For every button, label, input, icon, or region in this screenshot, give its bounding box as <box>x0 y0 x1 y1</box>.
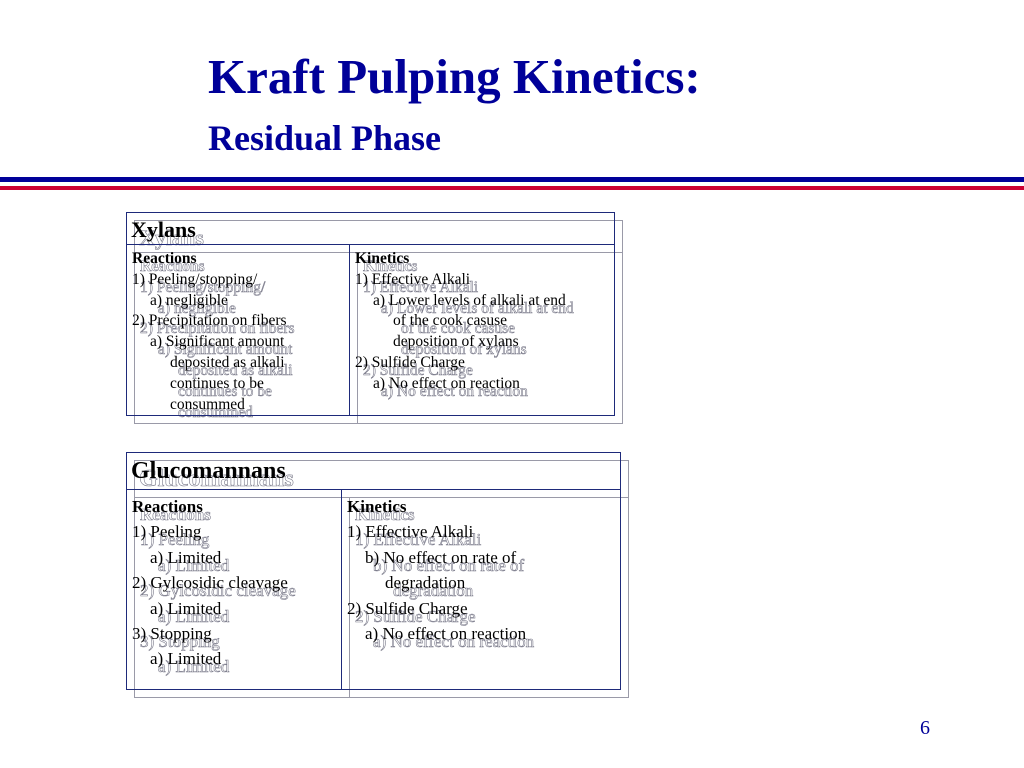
title-rule-blue <box>0 177 1024 182</box>
xylans-kinetics-line: 1) Effective Alkali <box>355 270 471 288</box>
glucomannans-reaction-line: 2) Gylcosidic cleavage <box>132 573 288 593</box>
xylans-kinetics-heading: Kinetics <box>355 250 410 267</box>
xylans-shadow-kinetics-line: 2) Sulfide Charge <box>363 361 474 380</box>
xylans-table-front: Xylans Reactions 1) Peeling/stopping/ a)… <box>126 212 615 416</box>
xylans-shadow-kinetics-line: of the cook casuse <box>401 320 516 338</box>
slide-subtitle: Residual Phase <box>208 118 442 158</box>
xylans-shadow-kinetics: Kinetics 1) Effective Alkali a) Lower le… <box>359 257 623 403</box>
xylans-reaction-line: deposited as alkali <box>170 353 285 371</box>
slide-title: Kraft Pulping Kinetics: <box>208 49 701 104</box>
glucomannans-shadow-header: Glucomannans <box>135 461 628 498</box>
glucomannans-kinetics-heading: Kinetics <box>347 497 407 516</box>
xylans-shadow-kinetics-line: a) No effect on reaction <box>381 382 528 400</box>
xylans-reaction-line: 2) Precipitation on fibers <box>132 312 287 330</box>
glucomannans-column-divider <box>341 490 342 689</box>
xylans-reaction-line: consummed <box>170 395 245 413</box>
xylans-kinetics-line: a) Lower levels of alkali at end <box>373 291 566 309</box>
xylans-table-shadow: Xylans Reactions 1) Peeling/stopping/ a)… <box>134 220 623 424</box>
glucomannans-kinetics-line: 1) Effective Alkali <box>347 522 474 542</box>
xylans-reaction-line: a) negligible <box>150 291 228 309</box>
glucomannans-shadow-reaction-line: a) Limited <box>158 555 230 576</box>
xylans-kinetics-line: 2) Sulfide Charge <box>355 353 465 371</box>
glucomannans-table: Glucomannans Reactions 1) Peeling a) Lim… <box>126 452 629 698</box>
xylans-shadow-header: Xylans <box>135 221 622 253</box>
glucomannans-shadow-reaction-line: 3) Stopping <box>140 632 220 652</box>
glucomannans-reaction-line: a) Limited <box>150 598 222 618</box>
glucomannans-reactions-cell: Reactions 1) Peeling a) Limited 2) Gylco… <box>128 494 342 672</box>
glucomannans-reaction-line: a) Limited <box>150 547 222 567</box>
glucomannans-shadow-reactions: Reactions 1) Peeling a) Limited 2) Gylco… <box>136 502 350 680</box>
xylans-shadow-kinetics-heading: Kinetics <box>363 258 418 276</box>
xylans-shadow-reaction-line: 1) Peeling/stopping/ <box>140 278 266 296</box>
glucomannans-kinetics-cell: Kinetics 1) Effective Alkali b) No effec… <box>343 494 621 646</box>
xylans-shadow-kinetics-line: 1) Effective Alkali <box>363 278 479 296</box>
glucomannans-shadow-kinetics-line: b) No effect on rate of <box>373 555 525 576</box>
xylans-shadow-reaction-line: a) negligible <box>158 299 237 317</box>
xylans-shadow-reaction-line: deposited as alkali <box>178 361 293 380</box>
xylans-reaction-line: 1) Peeling/stopping/ <box>132 270 258 288</box>
glucomannans-header: Glucomannans <box>127 453 620 490</box>
xylans-shadow-reactions: Reactions 1) Peeling/stopping/ a) neglig… <box>136 257 358 423</box>
glucomannans-reactions-heading: Reactions <box>132 497 203 516</box>
glucomannans-table-front: Glucomannans Reactions 1) Peeling a) Lim… <box>126 452 621 690</box>
xylans-kinetics-line: of the cook casuse <box>393 312 508 330</box>
xylans-table: Xylans Reactions 1) Peeling/stopping/ a)… <box>126 212 623 424</box>
glucomannans-shadow-kinetics-line: degradation <box>393 581 474 601</box>
glucomannans-reaction-line: 3) Stopping <box>132 624 212 644</box>
xylans-shadow-kinetics-line: deposition of xylans <box>401 341 527 359</box>
xylans-shadow-divider <box>357 253 358 423</box>
xylans-column-divider <box>349 245 350 415</box>
xylans-kinetics-line: deposition of xylans <box>393 333 519 351</box>
glucomannans-shadow-kinetics-line: a) No effect on reaction <box>373 632 535 652</box>
glucomannans-shadow-kinetics-line: 1) Effective Alkali <box>355 530 482 550</box>
glucomannans-reaction-line: a) Limited <box>150 649 222 669</box>
xylans-header: Xylans <box>127 213 614 245</box>
glucomannans-shadow-reactions-heading: Reactions <box>140 505 211 525</box>
glucomannans-shadow-kinetics: Kinetics 1) Effective Alkali b) No effec… <box>351 502 629 654</box>
xylans-shadow-reaction-line: consummed <box>178 403 254 421</box>
page-number: 6 <box>920 717 930 739</box>
xylans-shadow-kinetics-line: a) Lower levels of alkali at end <box>381 299 574 317</box>
glucomannans-shadow-divider <box>349 498 350 697</box>
xylans-kinetics-cell: Kinetics 1) Effective Alkali a) Lower le… <box>351 249 615 395</box>
title-rule-red <box>0 186 1024 190</box>
glucomannans-kinetics-line: a) No effect on reaction <box>365 624 527 644</box>
glucomannans-kinetics-line: degradation <box>385 573 466 593</box>
glucomannans-table-shadow: Glucomannans Reactions 1) Peeling a) Lim… <box>134 460 629 698</box>
glucomannans-shadow-kinetics-heading: Kinetics <box>355 505 415 525</box>
glucomannans-shadow-reaction-line: 2) Gylcosidic cleavage <box>140 581 296 601</box>
glucomannans-shadow-kinetics-line: 2) Sulfide Charge <box>355 606 476 626</box>
xylans-shadow-reaction-line: continues to be <box>178 382 272 400</box>
glucomannans-reaction-line: 1) Peeling <box>132 522 202 542</box>
glucomannans-shadow-reaction-line: 1) Peeling <box>140 530 210 550</box>
glucomannans-shadow-reaction-line: a) Limited <box>158 606 230 626</box>
xylans-shadow-reaction-line: a) Significant amount <box>158 341 293 359</box>
xylans-reactions-cell: Reactions 1) Peeling/stopping/ a) neglig… <box>128 249 350 415</box>
xylans-shadow-reactions-heading: Reactions <box>140 258 205 276</box>
glucomannans-kinetics-line: b) No effect on rate of <box>365 547 517 567</box>
xylans-reaction-line: a) Significant amount <box>150 333 285 351</box>
glucomannans-shadow-reaction-line: a) Limited <box>158 657 230 677</box>
xylans-shadow-reaction-line: 2) Precipitation on fibers <box>140 320 295 338</box>
xylans-reaction-line: continues to be <box>170 374 264 392</box>
xylans-reactions-heading: Reactions <box>132 250 197 267</box>
xylans-kinetics-line: a) No effect on reaction <box>373 374 520 392</box>
glucomannans-kinetics-line: 2) Sulfide Charge <box>347 598 468 618</box>
